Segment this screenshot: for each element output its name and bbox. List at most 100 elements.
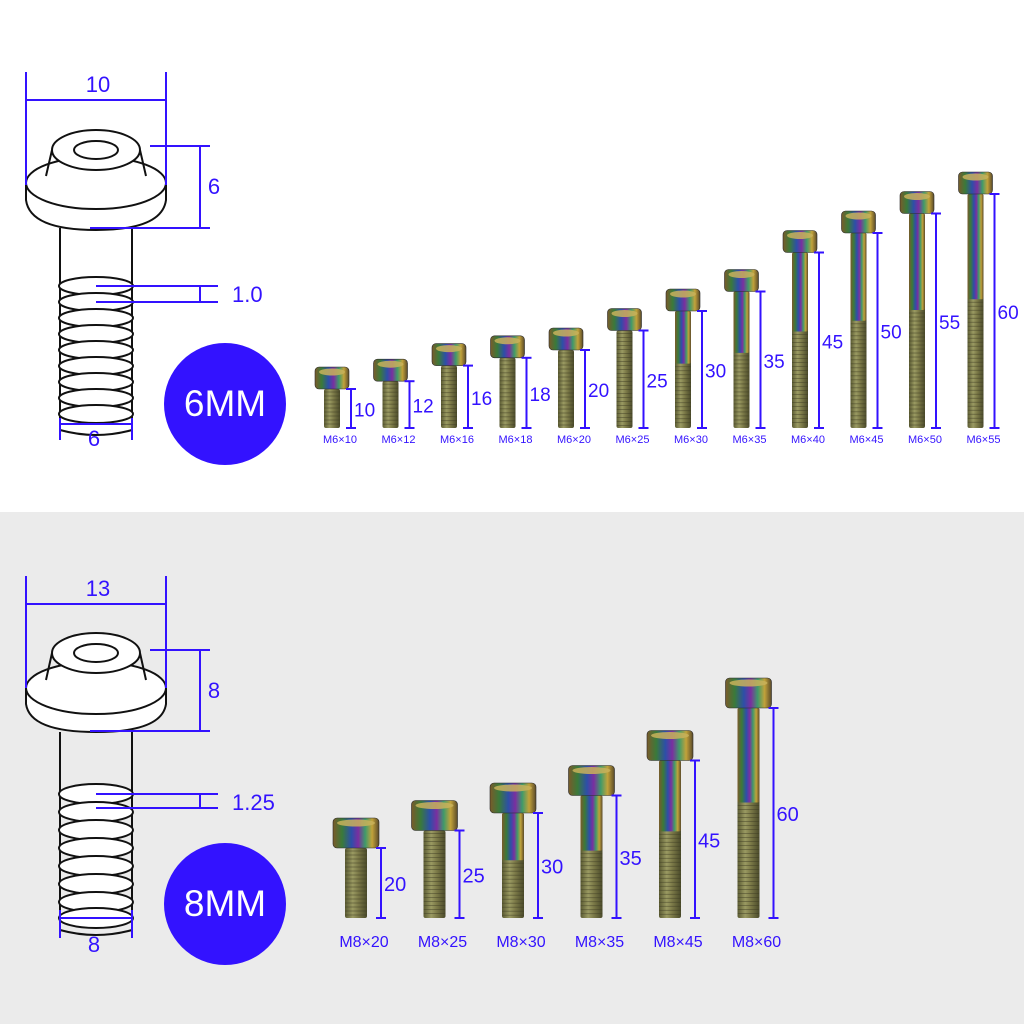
bolt-hex-socket (377, 360, 404, 368)
bolt-unthreaded-section (580, 795, 603, 851)
bolt-hex-socket (787, 232, 813, 239)
bolt-hex-socket (729, 679, 768, 687)
bolt-hex-socket (494, 784, 532, 792)
bolt-size-caption: M6×40 (791, 434, 825, 446)
m6-dimension-lines (25, 72, 218, 440)
bolt-size-caption: M6×16 (440, 434, 474, 446)
bolt-shank (423, 830, 446, 918)
bolt-hex-socket (651, 732, 689, 739)
bolt-shank (441, 365, 457, 428)
bolt-hex-socket (337, 819, 375, 827)
bolt-unthreaded-section (502, 813, 524, 861)
length-dimension-label: 12 (413, 397, 434, 418)
bolt-shank (382, 381, 399, 428)
bolt-size-caption: M8×30 (496, 934, 545, 951)
bolt-size-caption: M6×12 (382, 434, 416, 446)
bolt-size-caption: M6×55 (967, 434, 1001, 446)
length-dimension-label: 18 (530, 385, 551, 406)
length-dimension-label: 30 (541, 857, 563, 879)
bolt-hex-socket (494, 337, 521, 345)
length-dimension-label: 30 (705, 362, 726, 383)
bolt-hex-socket (962, 173, 989, 181)
bolt-shank (324, 389, 340, 428)
bolt-hex-socket (904, 193, 930, 200)
length-dimension-label: 45 (822, 332, 843, 353)
m8-bolt-drawing (25, 632, 167, 936)
bolt-hex-socket (415, 802, 454, 809)
bolt-size-caption: M8×35 (575, 934, 624, 951)
bolt-size-caption: M6×20 (557, 434, 591, 446)
bolt-hex-socket (611, 310, 638, 317)
m8-dimension-lines (25, 576, 218, 938)
m8-head-width-label: 13 (86, 576, 110, 601)
m6-canvas: 10 6 1.0 6 10M6×1012M6×1216M6×1618M6×182… (25, 72, 1019, 451)
bolt-unthreaded-section (850, 233, 867, 321)
bolt-size-caption: M6×18 (499, 434, 533, 446)
length-dimension-label: 35 (620, 848, 642, 870)
length-dimension-label: 25 (463, 865, 485, 887)
bolt-hex-socket (572, 767, 611, 774)
bolt-shank (558, 350, 574, 428)
bolt-hex-socket (319, 368, 345, 376)
bolt-size-caption: M8×45 (653, 934, 702, 951)
length-dimension-label: 20 (384, 874, 406, 896)
bolt-hex-socket (845, 212, 872, 220)
length-dimension-label: 25 (647, 371, 668, 392)
m8-size-badge: 8MM (164, 843, 286, 965)
bolt-unthreaded-section (675, 311, 691, 364)
bolt-size-caption: M8×20 (339, 934, 388, 951)
m6-head-height-label: 6 (208, 174, 220, 199)
bolt-size-caption: M8×60 (732, 934, 781, 951)
bolt-hex-socket (553, 329, 579, 337)
bolt-size-caption: M8×25 (418, 934, 467, 951)
m6-size-badge: 6MM (164, 343, 286, 465)
bolt-unthreaded-section (909, 213, 925, 311)
bolt-hex-socket (670, 290, 696, 298)
m6-bolt-row: 10M6×1012M6×1216M6×1618M6×1820M6×2025M6×… (314, 171, 1019, 446)
m8-canvas: 13 8 1.25 8 20M8×2025M8×2530M8×3035M8×35… (25, 576, 799, 957)
m8-head-height-label: 8 (208, 678, 220, 703)
m8-thread-rings (58, 783, 134, 929)
bolt-hex-socket (436, 345, 462, 353)
bolt-shank (345, 848, 367, 918)
bolt-unthreaded-section (792, 252, 808, 332)
bolt-unthreaded-section (733, 291, 750, 353)
bolt-unthreaded-section (659, 760, 681, 832)
bolt-unthreaded-section (737, 708, 760, 803)
m6-pitch-label: 1.0 (232, 282, 263, 307)
length-dimension-label: 55 (939, 313, 960, 334)
bolt-size-caption: M6×50 (908, 434, 942, 446)
length-dimension-label: 35 (764, 352, 785, 373)
m8-bolt-row: 20M8×2025M8×2530M8×3035M8×3545M8×4560M8×… (332, 677, 799, 951)
length-dimension-label: 10 (354, 401, 375, 422)
length-dimension-label: 60 (777, 804, 799, 826)
m6-thread-rings (58, 276, 134, 424)
bolt-size-caption: M6×35 (733, 434, 767, 446)
bolt-size-caption: M6×30 (674, 434, 708, 446)
bolt-shank (616, 330, 633, 428)
bolt-hex-socket (728, 271, 755, 278)
bolt-size-caption: M6×25 (616, 434, 650, 446)
m8-pitch-label: 1.25 (232, 790, 275, 815)
length-dimension-label: 20 (588, 381, 609, 402)
